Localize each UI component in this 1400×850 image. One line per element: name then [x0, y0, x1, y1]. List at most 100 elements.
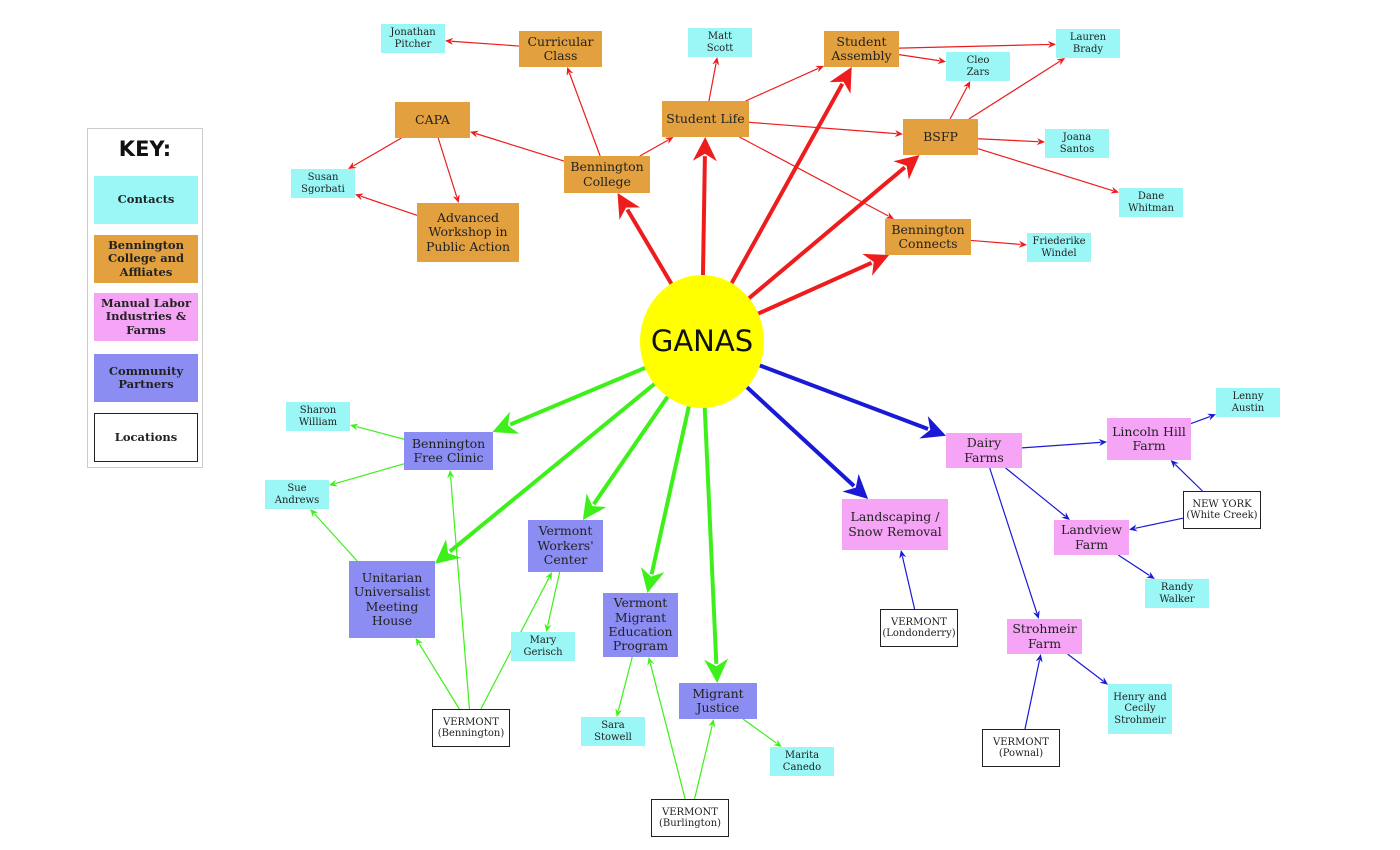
edge-ganas-to-uu-meeting-house: [448, 382, 656, 554]
arrowhead-lenny-austin: [1207, 413, 1216, 421]
edge-strohmeir-farm-to-henry-cecily: [1067, 653, 1104, 682]
contact-node-marita-canedo: Marita Canedo: [770, 747, 834, 776]
community-node-vt-migrant-ed: Vermont Migrant Education Program: [603, 593, 678, 657]
edge-bsfp-to-joana-santos: [977, 138, 1039, 143]
contact-node-cleo-zars: Cleo Zars: [946, 52, 1010, 81]
legend-key: KEY: Contacts Bennington College and Aff…: [87, 128, 203, 468]
arrowhead-lauren-brady: [1047, 40, 1056, 48]
edge-capa-to-susan-sgorbati: [353, 137, 402, 167]
contact-node-susan-sgorbati: Susan Sgorbati: [291, 169, 355, 198]
edge-landview-to-randy-walker: [1117, 554, 1150, 576]
college-node-bsfp: BSFP: [903, 119, 978, 155]
labor-node-dairy-farms: Dairy Farms: [946, 433, 1022, 468]
arrowhead-joana-santos: [1036, 138, 1045, 146]
edge-bsfp-to-cleo-zars: [949, 86, 968, 120]
arrowhead-student-assembly: [815, 65, 824, 73]
community-node-bennington-free-clinic: Bennington Free Clinic: [404, 432, 493, 470]
location-node-vt-burlington: VERMONT (Burlington): [651, 799, 729, 837]
edge-student-life-to-matt-scott: [708, 63, 717, 102]
edge-vt-pownal-to-strohmeir-farm: [1024, 660, 1041, 730]
edge-curricular-class-to-jonathan-pitcher: [451, 40, 520, 47]
edge-dairy-farms-to-strohmeir-farm: [989, 467, 1038, 614]
arrowhead-susan-sgorbati: [348, 161, 357, 169]
arrowhead-uu-meeting-house: [415, 638, 423, 647]
edge-ganas-to-vt-workers-center: [592, 395, 670, 506]
arrowhead-bsfp: [894, 130, 903, 138]
arrowhead-bennington-free-clinic: [447, 470, 455, 479]
contact-node-joana-santos: Joana Santos: [1045, 129, 1109, 158]
edge-student-life-to-student-assembly: [745, 67, 819, 102]
location-node-vt-londonderry: VERMONT (Londonderry): [880, 609, 958, 647]
edge-ny-white-creek-to-landview: [1135, 517, 1184, 529]
arrowhead-mary-gerisch: [544, 623, 552, 632]
edge-vt-burlington-to-migrant-justice: [693, 725, 713, 800]
arrowhead-bennington-free-clinic: [492, 411, 520, 434]
edge-ny-white-creek-to-lincoln-hill: [1174, 464, 1203, 492]
arrowhead-student-life: [692, 137, 717, 162]
contact-node-sue-andrews: Sue Andrews: [265, 480, 329, 509]
location-node-vt-bennington: VERMONT (Bennington): [432, 709, 510, 747]
edge-bennington-college-to-student-life: [639, 139, 669, 157]
arrowhead-lauren-brady: [1056, 58, 1066, 66]
edge-dairy-farms-to-landview: [1005, 467, 1066, 517]
edge-vt-bennington-to-uu-meeting-house: [418, 643, 460, 710]
center-node-ganas: GANAS: [640, 275, 764, 408]
arrowhead-vt-workers-center: [545, 572, 552, 581]
edge-vt-migrant-ed-to-sara-stowell: [617, 656, 633, 711]
arrowhead-cleo-zars: [963, 81, 971, 90]
arrowhead-strohmeir-farm: [1035, 654, 1043, 663]
edge-bennington-free-clinic-to-sue-andrews: [334, 463, 405, 485]
location-node-vt-pownal: VERMONT (Pownal): [982, 729, 1060, 767]
edge-uu-meeting-house-to-sue-andrews: [313, 513, 358, 562]
edge-bsfp-to-dane-whitman: [977, 148, 1114, 192]
arrowhead-vt-migrant-ed: [640, 566, 665, 593]
arrowhead-cleo-zars: [937, 57, 946, 64]
edge-vt-bennington-to-bennington-free-clinic: [449, 476, 471, 710]
arrowhead-marita-canedo: [773, 739, 782, 747]
arrowhead-bennington-connects: [862, 253, 890, 276]
arrowhead-student-life: [664, 137, 674, 144]
college-node-bennington-college: Bennington College: [564, 156, 650, 193]
contact-node-friederike-windel: Friederike Windel: [1027, 233, 1091, 262]
arrowhead-henry-cecily: [1099, 677, 1108, 685]
legend-item-locations: Locations: [94, 413, 198, 462]
arrowhead-dane-whitman: [1110, 186, 1119, 194]
arrowhead-lincoln-hill: [1170, 460, 1179, 469]
edge-capa-to-advanced-workshop: [437, 137, 458, 198]
community-node-uu-meeting-house: Unitarian Universalist Meeting House: [349, 561, 435, 638]
arrowhead-friederike-windel: [1018, 240, 1027, 248]
contact-node-lenny-austin: Lenny Austin: [1216, 388, 1280, 417]
contact-node-randy-walker: Randy Walker: [1145, 579, 1209, 608]
arrowhead-curricular-class: [566, 67, 574, 76]
arrowhead-strohmeir-farm: [1033, 610, 1040, 619]
legend-item-community: Community Partners: [94, 354, 198, 402]
contact-node-matt-scott: Matt Scott: [688, 28, 752, 57]
arrowhead-student-assembly: [829, 67, 852, 94]
arrowhead-uu-meeting-house: [435, 539, 462, 564]
arrowhead-landscaping: [899, 550, 907, 559]
arrowhead-susan-sgorbati: [355, 193, 364, 201]
edge-vt-workers-center-to-mary-gerisch: [547, 571, 561, 626]
edge-ganas-to-student-life: [700, 156, 707, 276]
arrowhead-landview: [1129, 524, 1138, 532]
edge-ganas-to-bennington-college: [625, 208, 674, 285]
arrowhead-dairy-farms: [919, 416, 946, 439]
arrowhead-landview: [1061, 512, 1070, 520]
edge-ganas-to-dairy-farms: [759, 363, 929, 431]
edge-dairy-farms-to-lincoln-hill: [1021, 441, 1101, 449]
arrowhead-bennington-connects: [885, 212, 895, 219]
legend-item-labor: Manual Labor Industries & Farms: [94, 293, 198, 341]
arrowhead-sara-stowell: [615, 708, 623, 717]
legend-item-college: Bennington College and Affliates: [94, 235, 198, 283]
community-node-vt-workers-center: Vermont Workers' Center: [528, 520, 603, 572]
location-node-ny-white-creek: NEW YORK (White Creek): [1183, 491, 1261, 529]
edge-vt-burlington-to-vt-migrant-ed: [649, 663, 686, 800]
contact-node-sara-stowell: Sara Stowell: [581, 717, 645, 746]
community-node-migrant-justice: Migrant Justice: [679, 683, 757, 719]
edge-ganas-to-bennington-connects: [757, 261, 873, 316]
edge-ganas-to-vt-migrant-ed: [649, 406, 691, 575]
college-node-advanced-workshop: Advanced Workshop in Public Action: [417, 203, 519, 262]
college-node-curricular-class: Curricular Class: [519, 31, 602, 67]
arrowhead-lincoln-hill: [1098, 438, 1107, 446]
